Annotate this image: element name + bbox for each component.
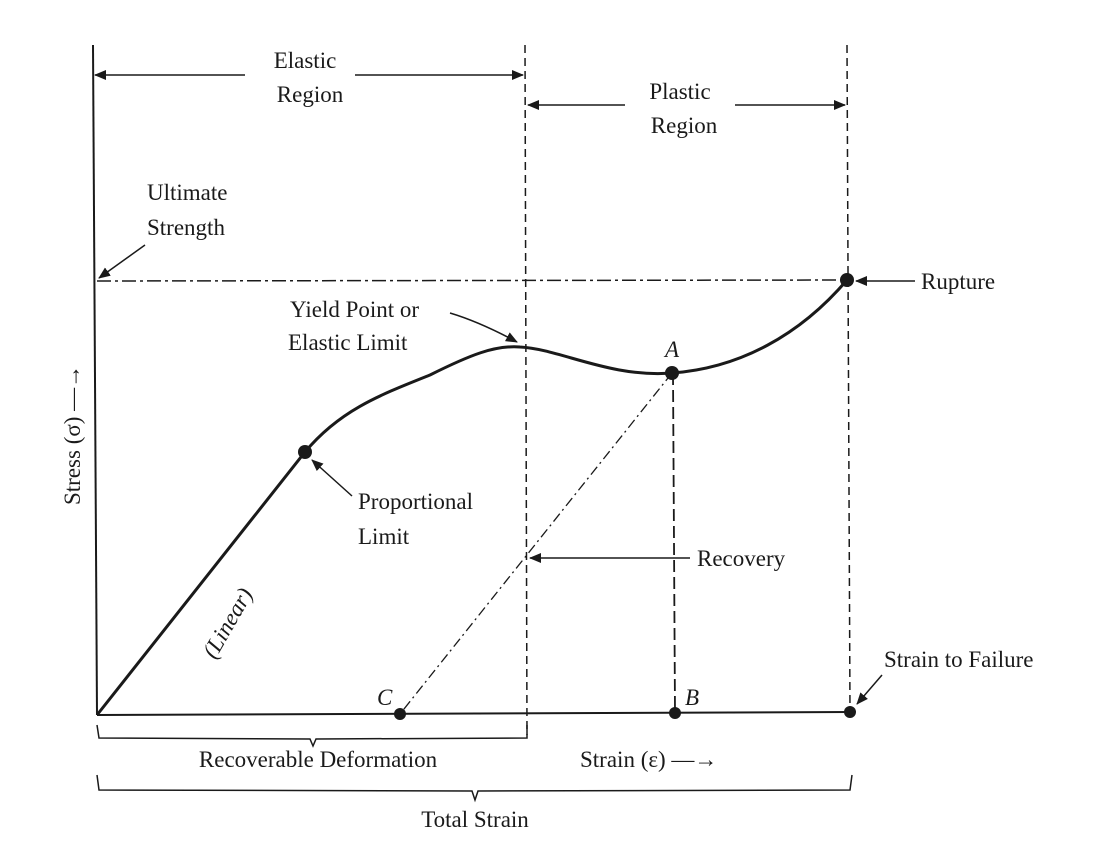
strain-failure-point <box>844 706 856 718</box>
ultimate-strength-label-1: Ultimate <box>147 180 227 205</box>
yield-point-label-1: Yield Point or <box>290 297 419 322</box>
linear-label: (Linear) <box>198 584 258 663</box>
yield-point-label-2: Elastic Limit <box>288 330 408 355</box>
recovery-label: Recovery <box>697 546 786 571</box>
point-b-label: B <box>685 685 699 710</box>
elastic-region-label-1: Elastic <box>274 48 337 73</box>
strain-axis-label: Strain (ε) —→ <box>580 747 717 772</box>
point-c-label: C <box>377 685 393 710</box>
strain-axis <box>96 711 853 716</box>
proportional-limit-label-2: Limit <box>358 524 410 549</box>
strain-to-failure-arrow <box>856 674 883 705</box>
elastic-limit-line <box>524 44 528 736</box>
point-b <box>669 707 681 719</box>
yield-point-arrow <box>449 312 518 343</box>
rupture-label: Rupture <box>921 269 995 294</box>
elastic-region-label-2: Region <box>277 82 344 107</box>
a-to-b-line <box>672 372 676 714</box>
rupture-point <box>840 273 854 287</box>
plastic-region-label-2: Region <box>651 113 718 138</box>
plastic-region-label-1: Plastic <box>649 79 710 104</box>
total-strain-label: Total Strain <box>421 807 529 832</box>
total-strain-brace <box>96 774 853 803</box>
strain-to-failure-label: Strain to Failure <box>884 647 1033 672</box>
ultimate-strength-arrow <box>98 244 146 279</box>
ultimate-strength-label-2: Strength <box>147 215 225 240</box>
proportional-limit-point <box>298 445 312 459</box>
proportional-limit-label-1: Proportional <box>358 489 473 514</box>
stress-strain-curve <box>95 279 849 716</box>
recoverable-deformation-label: Recoverable Deformation <box>199 747 438 772</box>
ultimate-strength-line <box>96 279 848 282</box>
point-c <box>394 708 406 720</box>
point-a-label: A <box>663 337 680 362</box>
rupture-line <box>846 44 851 713</box>
stress-axis-label: Stress (σ) —→ <box>60 365 85 505</box>
stress-axis <box>92 44 98 716</box>
recovery-line <box>399 372 673 715</box>
recoverable-deformation-brace <box>96 724 528 748</box>
proportional-limit-arrow <box>311 459 353 497</box>
point-a <box>665 366 679 380</box>
